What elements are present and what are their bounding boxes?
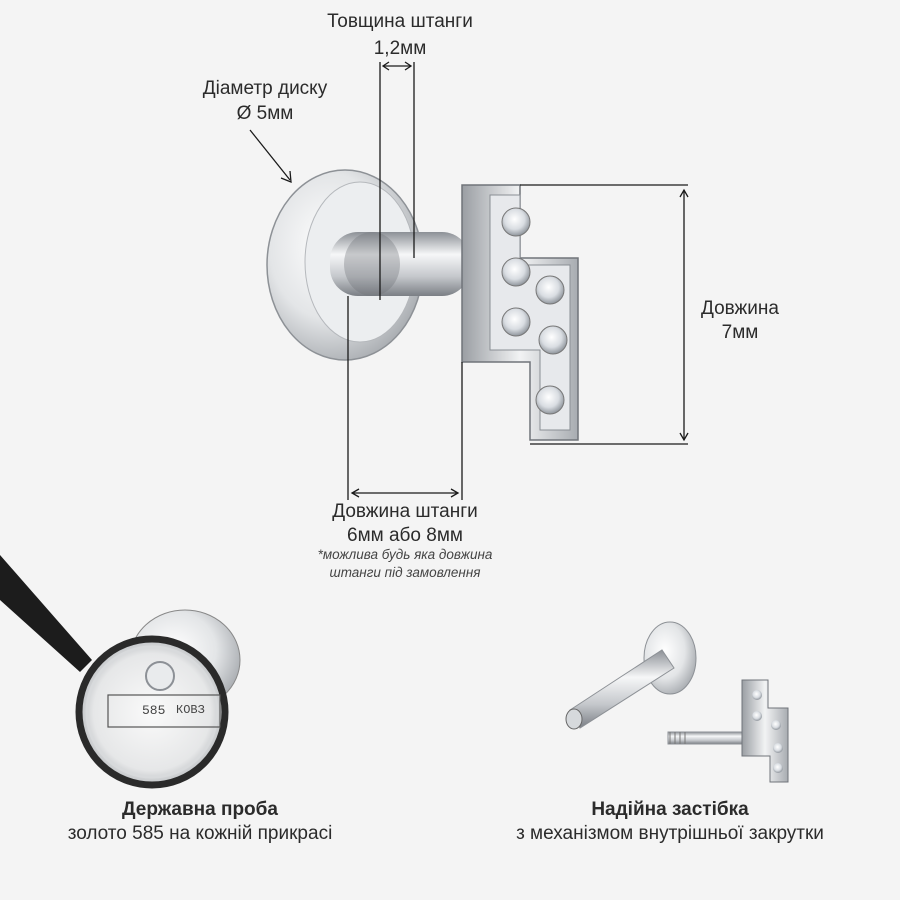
bar-length-label: Довжина штанги: [332, 501, 478, 522]
stones: [501, 207, 568, 415]
hallmark-subtitle: золото 585 на кожній прикрасі: [67, 823, 333, 844]
length-label: Довжина: [701, 298, 779, 319]
bar-length-note-1: *можлива будь яка довжина: [317, 547, 493, 562]
bar-thickness-value: 1,2мм: [373, 38, 427, 59]
stamp-probe: 585: [142, 703, 166, 718]
bar-length-note-2: штанги під замовлення: [329, 565, 481, 580]
bar-length-value: 6мм або 8мм: [347, 525, 463, 546]
disc-diameter-value: Ø 5мм: [236, 103, 294, 124]
bolt-top: [461, 184, 579, 441]
bar-shaft: [330, 232, 470, 296]
length-value: 7мм: [721, 322, 759, 343]
stamp-code: КОВЗ: [176, 703, 205, 717]
clasp-subtitle: з механізмом внутрішньої закрутки: [516, 823, 824, 844]
clasp-illustration: [565, 621, 789, 783]
hallmark-title: Державна проба: [122, 799, 278, 820]
dimension-lines: [249, 61, 689, 500]
clasp-title: Надійна застібка: [591, 799, 749, 820]
disc-diameter-label: Діаметр диску: [202, 78, 328, 99]
bar-thickness-label: Товщина штанги: [327, 11, 473, 32]
magnifier-illustration: [0, 555, 241, 789]
